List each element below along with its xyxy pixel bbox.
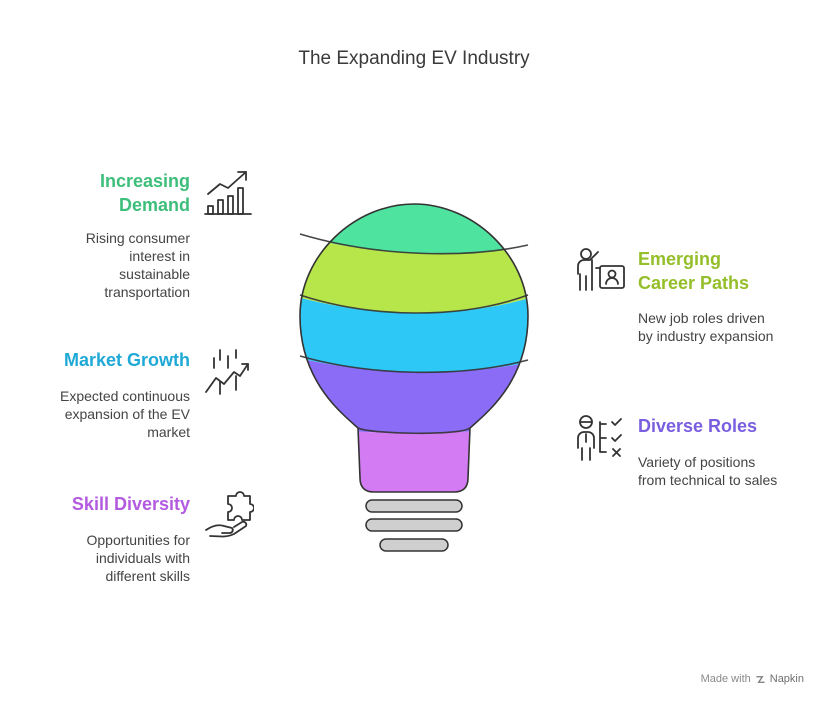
- emerging-career-paths-description: New job roles driven by industry expansi…: [638, 310, 774, 344]
- bulb-segment-3: [300, 295, 528, 373]
- footer-brand: Napkin: [769, 673, 804, 685]
- increasing-demand-description: Rising consumer interest in sustainable …: [85, 230, 190, 300]
- bulb-segment-2: [300, 234, 528, 313]
- bulb-segment-5: [300, 425, 528, 492]
- diverse-roles-description: Variety of positions from technical to s…: [638, 454, 778, 488]
- trend-chart-icon: [204, 171, 252, 215]
- napkin-logo-icon: [755, 675, 765, 683]
- light-bulb: [299, 203, 529, 552]
- market-growth-icon: [205, 349, 249, 395]
- presenter-icon: [577, 248, 625, 291]
- diverse-roles-heading: Diverse Roles: [638, 416, 758, 436]
- emerging-career-paths-heading: Emerging Career Paths: [638, 249, 750, 293]
- bulb-base-ring-1: [365, 499, 463, 513]
- market-growth-heading: Market Growth: [63, 350, 190, 370]
- bulb-base-ring-3: [379, 538, 449, 552]
- bulb-base-ring-2: [365, 518, 463, 532]
- made-with-napkin: Made with Napkin: [701, 673, 804, 685]
- footer-prefix: Made with: [700, 673, 751, 685]
- skill-diversity-heading: Skill Diversity: [71, 494, 190, 514]
- bulb-segment-4: [300, 356, 528, 433]
- puzzle-hand-icon: [205, 491, 254, 538]
- person-checklist-icon: [577, 415, 622, 461]
- market-growth-description: Expected continuous expansion of the EV …: [60, 388, 190, 440]
- skill-diversity-description: Opportunities for individuals with diffe…: [86, 532, 191, 584]
- page-title: The Expanding EV Industry: [298, 48, 530, 69]
- increasing-demand-heading: Increasing Demand: [99, 171, 190, 215]
